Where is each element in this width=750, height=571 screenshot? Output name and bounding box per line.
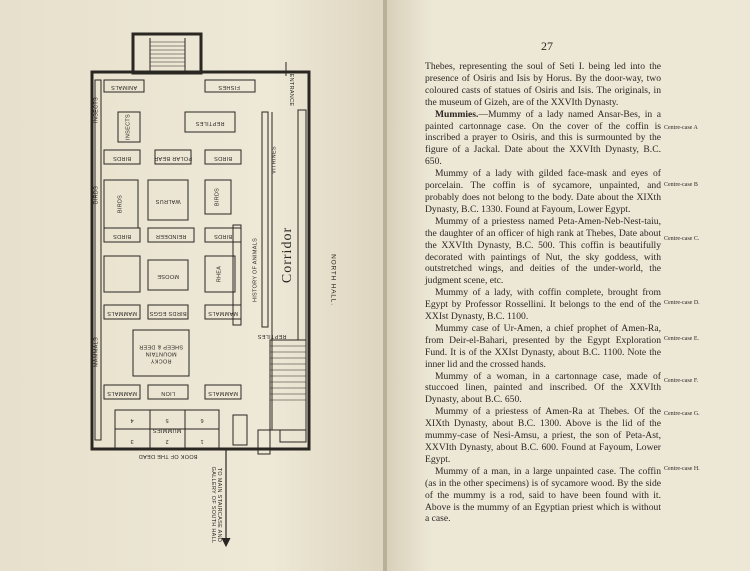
paragraph-mummies: Mummies.—Mummy of a lady named Ansar-Bes…: [425, 109, 661, 169]
to-main-staircase-label: TO MAIN STAIRCASE AND GALLERY OF SOUTH H…: [210, 466, 222, 544]
entrance-label: ENTRANCE: [287, 73, 294, 107]
floor-plan: [90, 32, 311, 548]
margin-note: Centre-case E.: [664, 336, 699, 342]
case-label: MAMMALS: [208, 389, 238, 396]
paragraph: Thebes, representing the soul of Seti I.…: [425, 61, 661, 108]
paragraph: Mummy of a lady with gilded face-mask an…: [425, 168, 661, 215]
margin-note: Centre-case G.: [664, 411, 700, 417]
north-hall-label: NORTH HALL.: [329, 254, 337, 306]
paragraph-text: —Mummy of a lady named Ansar-Bes, in a p…: [425, 108, 661, 168]
case-label: WALRUS: [155, 197, 181, 204]
case-label: REINDEER: [155, 232, 187, 239]
case-label: MAMMALS: [107, 389, 137, 396]
mammals-wall-label: MAMMALS: [93, 337, 100, 367]
margin-note: Centre-case A: [664, 125, 698, 131]
reptiles-label: REPTILES: [257, 332, 287, 339]
paragraph: Mummy of a priestess of Amen-Ra at Thebe…: [425, 406, 661, 465]
section-heading: Mummies.: [435, 108, 479, 120]
book-of-dead-label: BOOK OF THE DEAD: [138, 452, 198, 459]
mummy-number: 6: [200, 416, 204, 423]
margin-note: Centre-case D.: [664, 300, 700, 306]
paragraph: Mummy of a man, in a large unpainted cas…: [425, 465, 661, 525]
insects-wall-label: INSECTS: [93, 97, 100, 123]
page-number: 27: [541, 39, 553, 53]
case-label: BIRDS: [112, 232, 132, 239]
case-label: BIRDS: [117, 194, 124, 214]
case-label: MAMMALS: [208, 309, 238, 316]
left-page: [0, 0, 385, 571]
case-label: BIRDS: [214, 187, 221, 207]
case-label: REPTILES: [195, 119, 225, 126]
case-label: POLAR BEAR: [153, 154, 193, 161]
case-label: BIRDS: [112, 154, 132, 161]
body-text: Thebes, representing the soul of Seti I.…: [425, 61, 661, 525]
case-label: MUMMIES: [152, 426, 182, 433]
mummy-number: 5: [165, 416, 169, 423]
margin-note: Centre-case H.: [664, 466, 700, 472]
corridor-label: Corridor: [280, 226, 295, 284]
history-of-animals-label: HISTORY OF ANIMALS: [252, 237, 259, 303]
paragraph: Mummy of a lady, with coffin complete, b…: [425, 287, 661, 323]
mummy-number: 1: [200, 437, 204, 444]
case-label: MAMMALS: [107, 309, 137, 316]
case-label: ROCKY MOUNTAIN SHEEP & DEER: [138, 343, 184, 364]
paragraph: Mummy of a woman, in a cartonnage case, …: [425, 370, 661, 406]
right-page: [387, 0, 750, 571]
case-label: MOOSE: [157, 272, 179, 279]
case-label: RHEA: [216, 265, 223, 283]
paragraph: Mummy of a priestess named Peta-Amen-Neb…: [425, 215, 661, 287]
margin-note: Centre-case C.: [664, 236, 700, 242]
birds-wall-label: BIRDS: [93, 185, 100, 205]
mummy-number: 4: [130, 416, 134, 423]
case-label: INSECTS: [125, 114, 132, 140]
vitrines-label: VITRINES: [271, 146, 278, 174]
case-label: BIRDS: [213, 154, 233, 161]
case-label: ANIMALS: [110, 83, 138, 90]
case-label: FISHES: [218, 83, 240, 90]
mummy-number: 3: [130, 437, 134, 444]
case-label: BIRDS: [213, 232, 233, 239]
book-gutter: [383, 0, 389, 571]
mummy-number: 2: [165, 437, 169, 444]
case-label: BIRDS EGGS: [149, 309, 187, 316]
case-label: LION: [160, 389, 176, 396]
margin-note: Centre-case B: [664, 182, 698, 188]
paragraph: Mummy case of Ur-Amen, a chief prophet o…: [425, 322, 661, 370]
margin-note: Centre-case F.: [664, 378, 699, 384]
